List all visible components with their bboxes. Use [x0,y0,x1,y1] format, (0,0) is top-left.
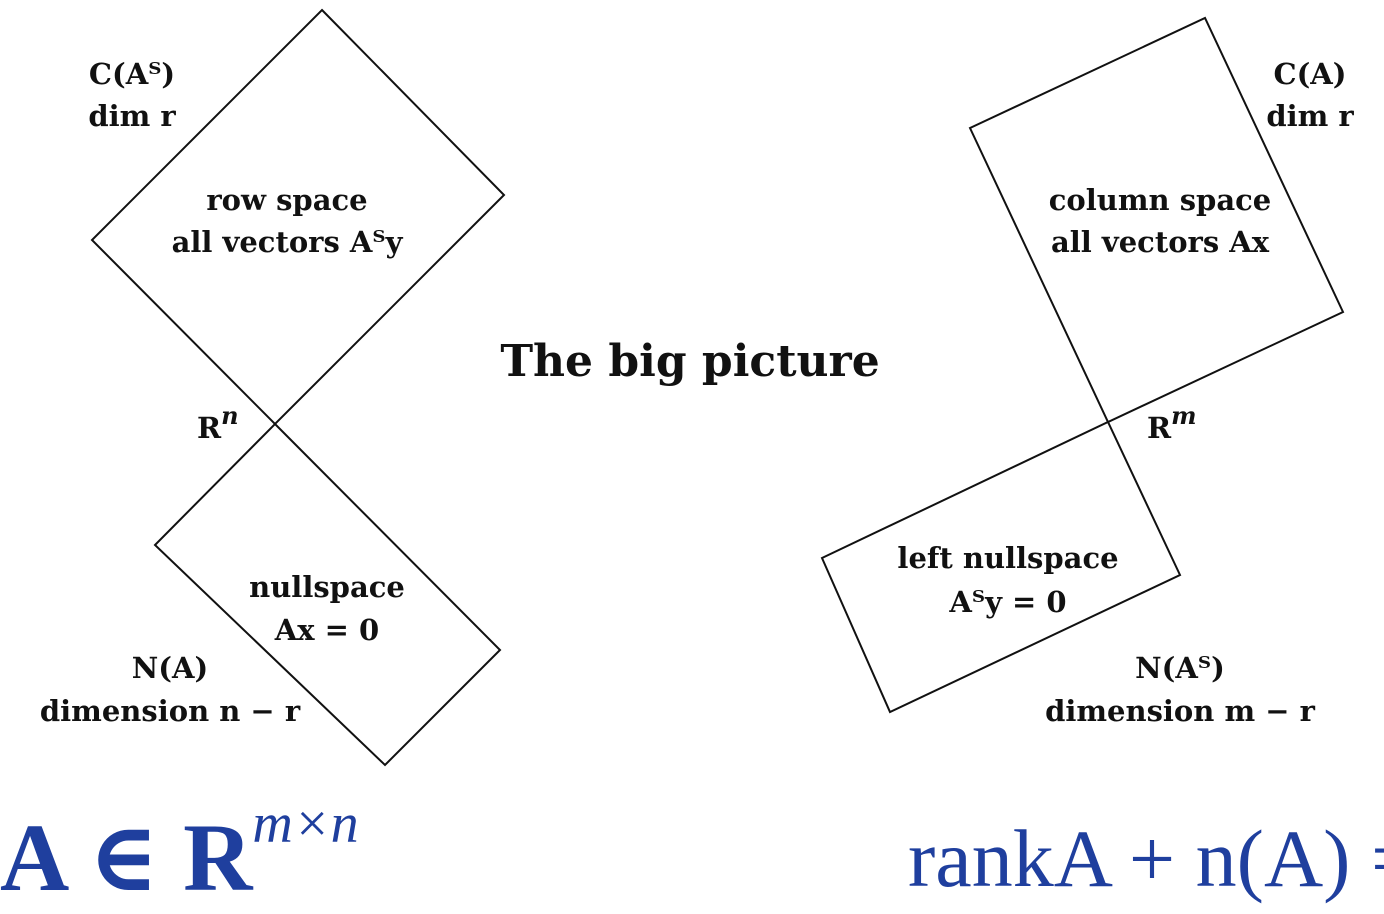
ambient-rm-label: Rm [1147,401,1197,445]
matrix-membership-formula: A ∈ Rm×n [0,793,359,911]
left-nullspace-square [820,420,1182,714]
column-space-dim: dim r [1266,99,1354,133]
ambient-rn-label: Rn [197,401,239,445]
nullspace-equation: Ax = 0 [274,613,379,647]
column-space-heading: C(A) [1273,57,1346,91]
nullspace-heading: N(A) [132,651,208,685]
row-space-heading: C(Aᵀ) [89,57,175,91]
rank-nullity-formula: rankA + n(A) = [908,813,1384,904]
column-space-label: column space [1049,183,1271,217]
column-space-vectors: all vectors Ax [1051,225,1270,259]
nullspace-dimension: dimension n − r [40,694,301,728]
row-space-vectors: all vectors Aᵀy [172,225,404,259]
row-space-dim: dim r [88,99,176,133]
page-title: The big picture [500,336,879,387]
row-space-label: row space [206,183,367,217]
left-nullspace-dimension: dimension m − r [1045,694,1316,728]
left-nullspace-label: left nullspace [897,541,1118,575]
nullspace-label: nullspace [249,570,405,604]
left-nullspace-equation: Aᵀy = 0 [948,585,1066,619]
left-nullspace-heading: N(Aᵀ) [1135,651,1225,685]
column-space-square [968,16,1345,424]
nullspace-square [153,422,502,767]
